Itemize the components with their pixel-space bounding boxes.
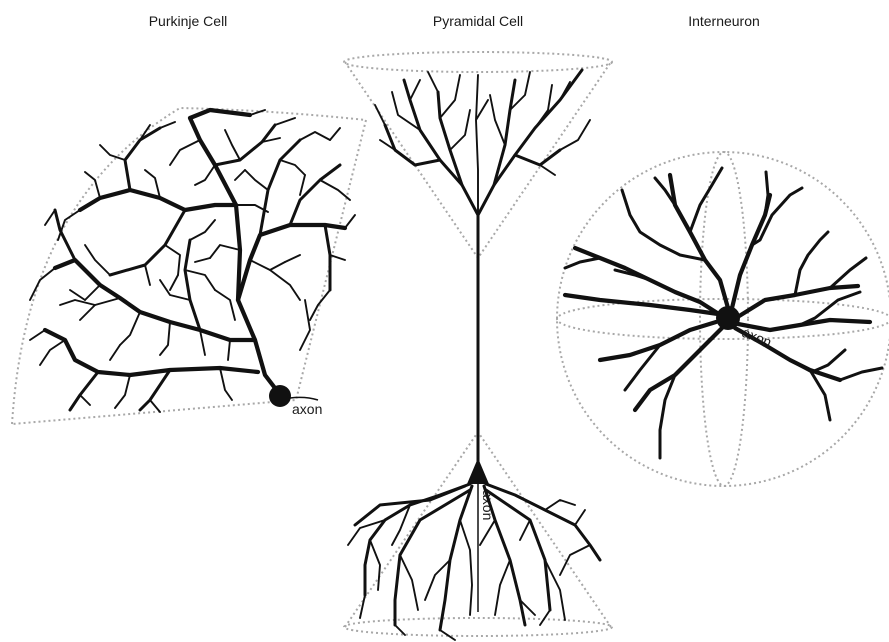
- pyramidal-title: Pyramidal Cell: [433, 13, 523, 29]
- interneuron-soma: [716, 306, 740, 330]
- purkinje-title: Purkinje Cell: [149, 13, 228, 29]
- pyramidal-soma: [467, 458, 489, 484]
- interneuron-title: Interneuron: [688, 13, 760, 29]
- pyramidal-basal-dendrites: [348, 484, 600, 640]
- pyramidal-apical-tuft: [375, 70, 590, 258]
- purkinje-soma: [269, 385, 291, 407]
- purkinje-cell: axon: [12, 108, 366, 424]
- interneuron: axon: [557, 152, 889, 486]
- pyramidal-axon-label: axon: [480, 490, 496, 520]
- pyramidal-cell: axon: [344, 52, 612, 640]
- purkinje-axon-label: axon: [292, 401, 322, 417]
- purkinje-dendrites: [30, 110, 355, 412]
